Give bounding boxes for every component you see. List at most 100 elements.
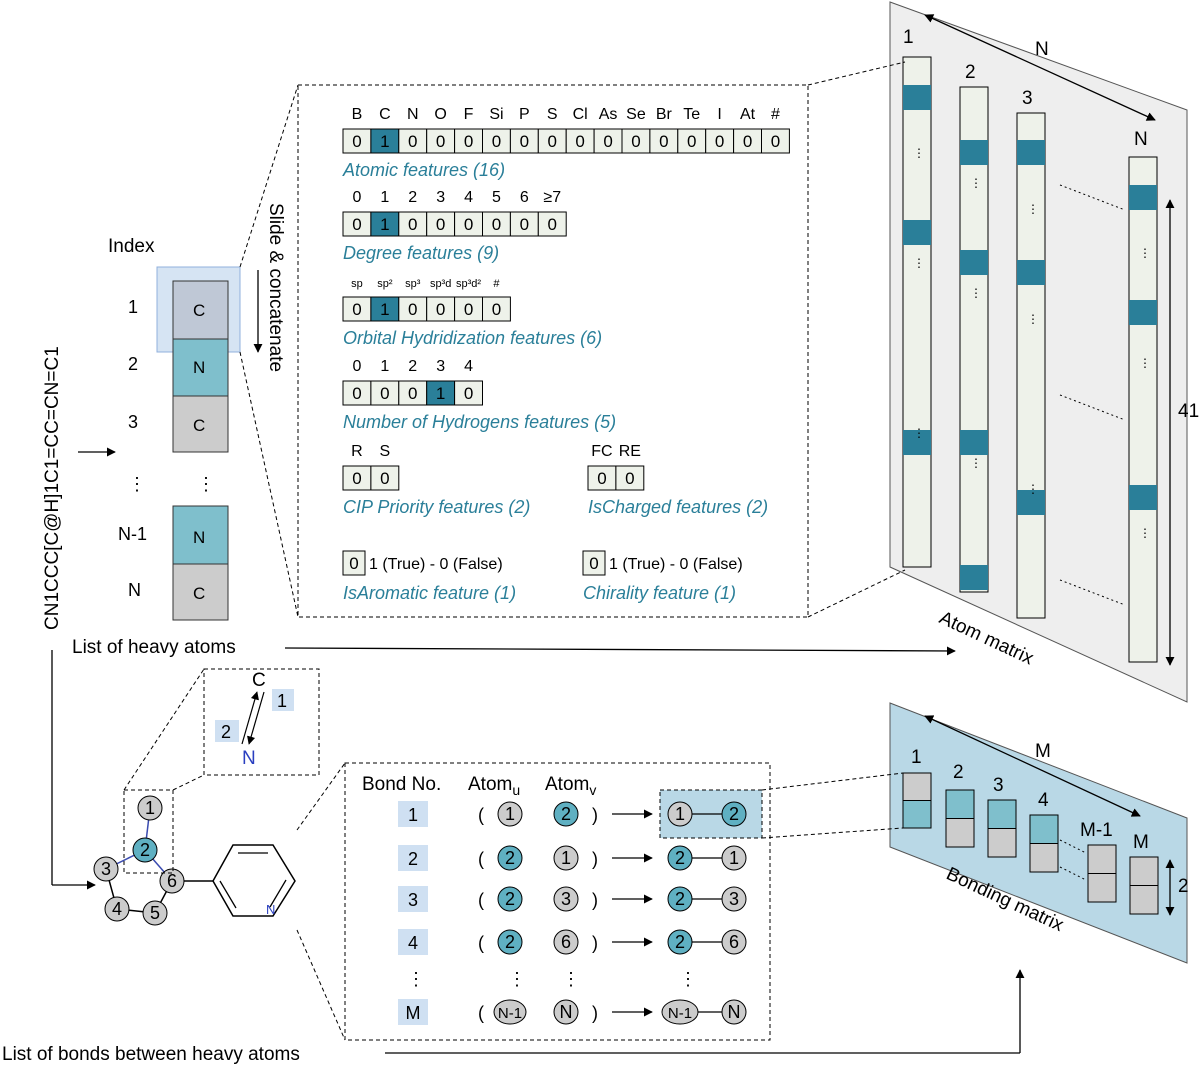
- bond-number-bg: [398, 845, 428, 871]
- atom-u-value: 2: [505, 932, 515, 952]
- charged-cell: [615, 465, 645, 491]
- molecule-atom-number: 2: [140, 840, 150, 860]
- paren-close: ): [592, 933, 598, 953]
- molecule-atom-number: 3: [101, 859, 111, 879]
- hydrogens-header: 0: [352, 358, 361, 375]
- panel-to-matrix-top: [807, 61, 906, 86]
- index-number: N: [128, 580, 141, 600]
- bond-pair-a: [667, 886, 693, 912]
- atom-column-onehot: [960, 250, 988, 275]
- orbital-cell: [482, 296, 511, 322]
- hydrogens-value: 0: [408, 384, 417, 403]
- molecule-atom-number: 5: [150, 903, 160, 923]
- degree-header: 0: [352, 189, 361, 206]
- atom-column-dots: ⋮: [970, 456, 982, 470]
- orbital-value: 0: [352, 300, 361, 319]
- atom-column-label: 2: [965, 62, 976, 83]
- molecule-atom: [159, 868, 185, 894]
- bond-column-bottom: [987, 828, 1017, 858]
- atom-column-dots: ⋮: [1027, 202, 1039, 216]
- bond-pair-a-value: 2: [675, 848, 685, 868]
- bond-column-top: [987, 799, 1017, 829]
- atom-cell-2: [172, 338, 229, 397]
- atom-u-circle: [497, 886, 523, 912]
- bonding-width-label: M: [1035, 741, 1051, 762]
- atom-u-value: N-1: [498, 1005, 522, 1022]
- bond-column-label: 1: [911, 747, 922, 768]
- atom-column-dots: ⋮: [1139, 526, 1151, 540]
- atomic-cell: [621, 128, 651, 154]
- charged-value: 0: [597, 469, 606, 488]
- atom-v-circle: [553, 801, 579, 827]
- index-column: [172, 280, 229, 621]
- zoom-arrow-up: [241, 691, 259, 745]
- bond-column-bottom: [945, 818, 975, 848]
- atom-column-onehot: [1129, 300, 1157, 325]
- atomic-value: 0: [464, 132, 473, 151]
- bond-column-bottom: [1129, 885, 1159, 915]
- molecule-atom: [93, 856, 119, 882]
- atomic-value: 0: [771, 132, 780, 151]
- bond-column-label: 3: [993, 775, 1004, 796]
- atomic-value: 0: [575, 132, 584, 151]
- orbital-cell: [342, 296, 372, 322]
- hydrogens-value: 1: [436, 384, 445, 403]
- atomic-value: 0: [659, 132, 668, 151]
- bond-pair-b: [721, 801, 747, 827]
- paren-close: ): [592, 890, 598, 910]
- atomic-header: Se: [626, 106, 646, 123]
- bond-pair-b-value: 2: [729, 804, 739, 824]
- index-number: 1: [128, 297, 138, 317]
- orbital-value: 0: [408, 300, 417, 319]
- bond-column-label: 4: [1038, 790, 1049, 811]
- zoom-atom-n: N: [242, 748, 256, 769]
- bond-column-bottom: [1029, 843, 1059, 873]
- bond-pair-a: [667, 929, 693, 955]
- aromatic-cell: [342, 550, 366, 576]
- degree-header: 1: [380, 189, 389, 206]
- bond-number-bg: [398, 999, 428, 1025]
- index-atom-letter: C: [193, 584, 205, 603]
- atom-column: [1016, 112, 1046, 619]
- paren-open: (: [478, 1003, 484, 1023]
- orbital-value: 0: [464, 300, 473, 319]
- degree-header: ≥7: [543, 189, 561, 206]
- bond-pair-a: [667, 801, 693, 827]
- bond-column-label: M: [1133, 832, 1149, 853]
- atomic-header: S: [547, 106, 558, 123]
- orbital-header: sp³: [405, 278, 421, 290]
- charged-caption: IsCharged features (2): [588, 497, 768, 517]
- atom-column: [1128, 156, 1158, 663]
- orbital-header: #: [493, 278, 500, 290]
- hydrogens-caption: Number of Hydrogens features (5): [343, 412, 616, 432]
- atomic-cell: [649, 128, 679, 154]
- atomic-cell: [509, 128, 539, 154]
- atom-v-circle: [553, 999, 579, 1025]
- atom-u-value: 1: [505, 804, 515, 824]
- hydrogens-value: 0: [380, 384, 389, 403]
- atomic-header: P: [519, 106, 530, 123]
- atomic-cell: [398, 128, 428, 154]
- bond-zoom-line-a: [123, 668, 205, 791]
- atom-column: [959, 86, 989, 593]
- atom-column: [902, 56, 932, 568]
- degree-cell: [426, 211, 456, 237]
- atom-column-onehot: [1017, 260, 1045, 285]
- bond-pair-b: [721, 886, 747, 912]
- paren-close: ): [592, 805, 598, 825]
- atomic-header: C: [379, 106, 391, 123]
- orbital-cell: [454, 296, 484, 322]
- degree-header: 3: [436, 189, 445, 206]
- index-number: 2: [128, 354, 138, 374]
- bond-pair-b: [721, 999, 747, 1025]
- atom-column-onehot: [960, 430, 988, 455]
- aromatic-caption: IsAromatic feature (1): [343, 583, 516, 603]
- hydrogens-value: 0: [352, 384, 361, 403]
- bond-table-panel: [344, 762, 771, 1041]
- zoom-label-a: 1: [277, 691, 287, 711]
- atom-column-onehot: [960, 565, 988, 590]
